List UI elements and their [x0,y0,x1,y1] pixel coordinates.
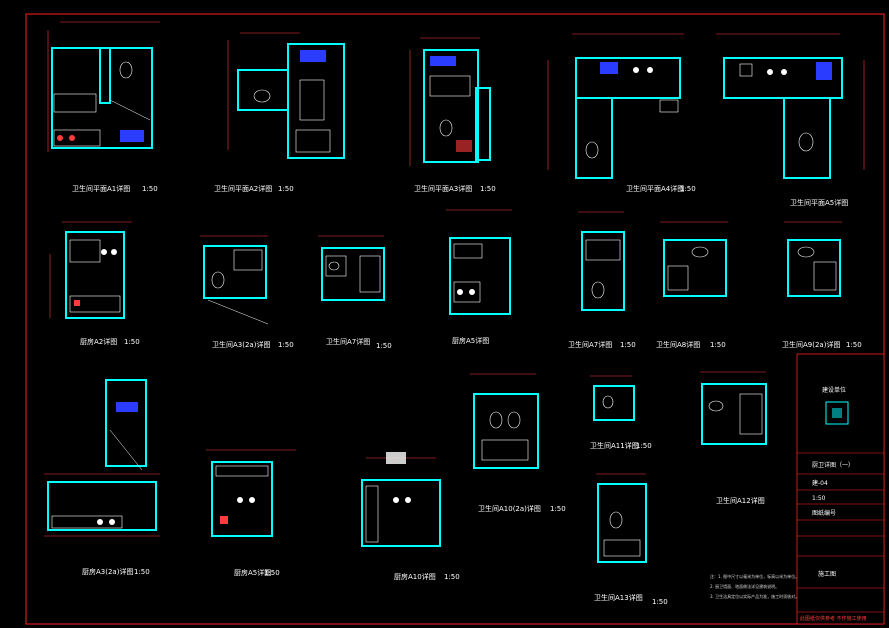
title-field-1: 建-04 [812,479,828,487]
drawing-scale-10: 1:50 [620,341,636,349]
title-drawing-name: 厨卫详图（一） [812,461,854,469]
plan-bathroom-a12[interactable] [700,371,767,445]
plan-bathroom-a11[interactable] [590,375,635,421]
drawing-label-11: 卫生间A8详图 [656,340,700,349]
drawing-label-5: 卫生间平面A5详图 [790,198,848,207]
title-footer: 此图纸仅供参考 不作施工使用 [800,615,867,622]
plan-bathroom-a3[interactable] [409,37,491,166]
notes-block: 注：1. 图中尺寸以毫米为单位，标高以米为单位。 2. 厨卫墙面、地面做法详见建… [710,573,799,599]
drawing-scale-17: 1:50 [636,442,652,450]
drawing-scale-6: 1:50 [124,338,140,346]
drawing-scale-7: 1:50 [278,341,294,349]
plan-bathroom-a8[interactable] [660,221,728,297]
drawing-label-7: 卫生间A3(2a)详图 [212,340,270,349]
note-1: 注：1. 图中尺寸以毫米为单位，标高以米为单位。 [710,573,799,579]
plan-bathroom-a10-2a[interactable] [470,373,539,469]
plan-bathroom-a13[interactable] [596,473,647,563]
drawing-scale-13: 1:50 [134,568,150,576]
drawing-label-2: 卫生间平面A2详图 [214,184,272,193]
note-3: 3. 卫生洁具定位以实际产品为准，施工时须核对。 [710,593,799,599]
drawing-label-18: 卫生间A12详图 [716,496,765,505]
title-logo-label: 建设单位 [822,386,846,394]
drawing-scale-2: 1:50 [278,185,294,193]
drawing-scale-3: 1:50 [480,185,496,193]
drawing-scale-15: 1:50 [444,573,460,581]
drawing-scale-16: 1:50 [550,505,566,513]
plan-bathroom-a5[interactable] [716,33,865,179]
drawing-scale-12: 1:50 [846,341,862,349]
drawing-scale-1: 1:50 [142,185,158,193]
title-sheet-no: 施工图 [818,570,836,578]
drawing-label-3: 卫生间平面A3详图 [414,184,472,193]
drawing-label-14: 厨房A5详图 [234,568,271,577]
drawing-scale-11: 1:50 [710,341,726,349]
drawing-label-15: 厨房A10详图 [394,572,436,581]
plan-bathroom-a3-2a[interactable] [200,235,269,325]
title-field-3: 图纸编号 [812,509,836,517]
drawing-label-4: 卫生间平面A4详图 [626,184,684,193]
drawing-label-8: 卫生间A7详图 [326,337,370,346]
plan-bathroom-a9-2a[interactable] [784,221,842,297]
plan-kitchen-a2[interactable] [49,221,132,319]
sheet-border [25,13,885,625]
plan-bathroom-a1[interactable] [47,21,160,152]
note-2: 2. 厨卫墙面、地面做法详见建筑说明。 [710,583,779,589]
drawing-label-13: 厨房A3(2a)详图 [82,567,133,576]
drawing-label-19: 卫生间A13详图 [594,593,643,602]
drawing-scale-19: 1:50 [652,598,668,606]
plan-bathroom-a7-2[interactable] [578,211,625,311]
drawing-label-16: 卫生间A10(2a)详图 [478,504,541,513]
plan-bathroom-a4[interactable] [547,33,684,179]
drawing-scale-4: 1:50 [680,185,696,193]
drawing-scale-14: 1:50 [264,569,280,577]
title-block: 建设单位 厨卫详图（一） 建-04 1:50 图纸编号 施工图 此图纸仅供参考 … [796,353,885,625]
drawing-label-9: 厨房A5详图 [452,336,489,345]
project-logo-icon [825,401,849,425]
drawing-scale-8: 1:50 [376,342,392,350]
plan-bathroom-a2[interactable] [227,32,345,159]
plan-kitchen-a3-2a[interactable] [44,379,160,537]
drawing-label-17: 卫生间A11详图 [590,441,639,450]
plan-kitchen-a5-2[interactable] [206,449,296,537]
drawing-label-12: 卫生间A9(2a)详图 [782,340,840,349]
drawing-label-10: 卫生间A7详图 [568,340,612,349]
plan-kitchen-a5-1[interactable] [446,209,512,315]
drawing-label-1: 卫生间平面A1详图 [72,184,130,193]
title-field-2: 1:50 [812,495,826,502]
plan-bathroom-a7-1[interactable] [318,235,385,301]
drawing-label-6: 厨房A2详图 [80,337,117,346]
plan-kitchen-a10[interactable] [361,452,441,547]
